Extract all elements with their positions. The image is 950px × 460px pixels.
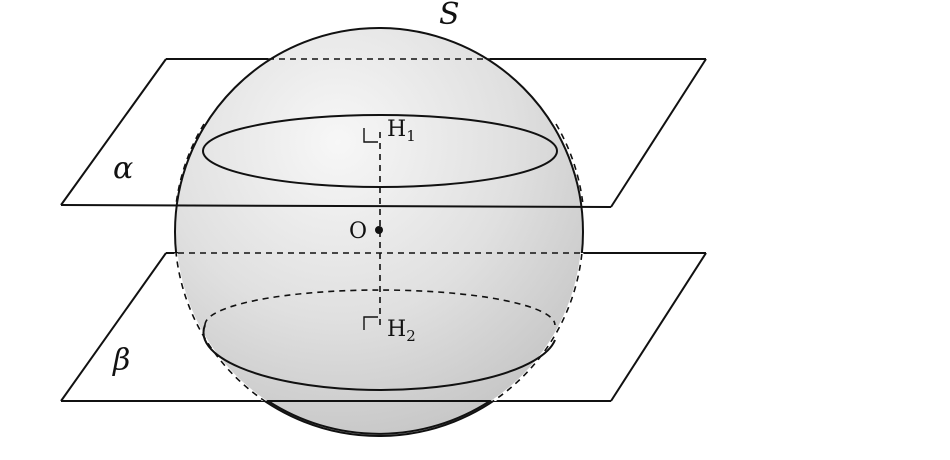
- right-angle-mark-h2: [363, 316, 378, 330]
- plane-alpha: [60, 58, 707, 208]
- sphere-label: S: [439, 0, 460, 32]
- plane-alpha-label: α: [113, 151, 133, 186]
- center-point: [375, 226, 383, 234]
- foot-h1-subscript: 1: [406, 127, 416, 145]
- center-label: O: [349, 219, 367, 244]
- foot-h2-subscript: 2: [406, 327, 416, 345]
- foot-h1-label: H1: [387, 117, 416, 145]
- sphere-back-silhouette-upper-right: [555, 123, 584, 206]
- right-angle-mark-h1: [363, 128, 378, 143]
- sphere-back-silhouette-upper: [175, 123, 205, 206]
- foot-h2-letter: H: [387, 317, 406, 342]
- sphere-lower-visible-arc: [267, 400, 491, 435]
- foot-h1-letter: H: [387, 117, 406, 142]
- plane-beta-label: β: [112, 343, 130, 378]
- foot-h2-label: H2: [387, 317, 416, 345]
- lower-section-circle-back: [204, 289, 556, 326]
- lower-section-circle-front: [202, 324, 556, 391]
